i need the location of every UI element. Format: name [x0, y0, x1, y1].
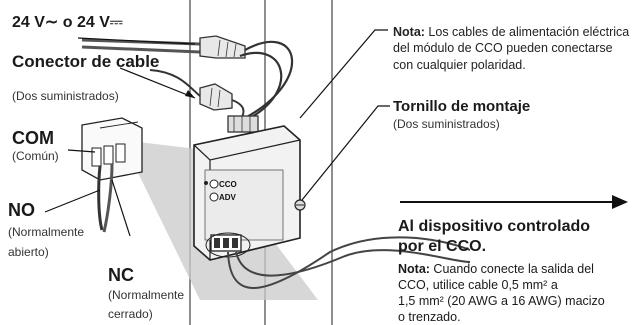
closeup-wire — [97, 165, 104, 231]
controlled-line-2: por el CCO. — [398, 238, 487, 255]
no-title: NO — [8, 200, 35, 220]
wire-connector-title: Conector de cable — [12, 52, 160, 71]
mounting-screw-sub: (Dos suministrados) — [393, 117, 500, 131]
output-wire — [235, 249, 471, 277]
terminal-slot — [214, 238, 220, 248]
note-output-line-1: Nota: Cuando conecte la salida del — [398, 262, 594, 276]
com-sub: (Común) — [12, 149, 59, 163]
terminal-slot — [223, 238, 229, 248]
connector-rib — [217, 39, 221, 57]
closeup-terminal — [115, 143, 126, 163]
pointer-nc — [111, 179, 131, 237]
wire-connector-bottom — [199, 83, 233, 111]
pointer-screw — [301, 105, 390, 201]
note-power: Nota: Los cables de alimentación eléctri… — [393, 24, 633, 73]
note-output-line-4: o trenzado. — [398, 310, 461, 324]
arrow-head-icon — [612, 195, 628, 209]
wire-loop — [244, 40, 294, 119]
connector-rib — [233, 43, 237, 58]
power-wire-2 — [81, 45, 201, 54]
note-output-line-2: CCO, utilice cable 0,5 mm² a — [398, 278, 558, 292]
note-power-text: Los cables de alimentación eléctrica del… — [393, 25, 630, 72]
wire-connector-top — [199, 35, 246, 59]
adv-label: ADV — [219, 193, 237, 202]
nc-sub-1: (Normalmente — [108, 288, 185, 302]
pointer-connector — [119, 67, 196, 99]
note-output-lead: Nota: — [398, 262, 430, 276]
closeup-terminal — [91, 147, 102, 167]
note-output-text-1: Cuando conecte la salida del — [429, 262, 594, 276]
wire-lead — [149, 69, 201, 97]
module-face — [204, 169, 284, 241]
adv-led-icon — [209, 192, 219, 202]
cco-label: CCO — [219, 180, 237, 189]
voltage-label: 24 V∼ o 24 V⎓ — [12, 14, 123, 31]
led-dot — [204, 181, 208, 185]
nc-sub-2: cerrado) — [108, 307, 153, 321]
pointer-note — [299, 29, 388, 119]
note-power-lead: Nota: — [393, 25, 425, 39]
wire-connector-sub: (Dos suministrados) — [12, 89, 119, 103]
pointer-com — [67, 149, 96, 153]
cable-gland — [227, 115, 259, 133]
cco-led-icon — [209, 179, 219, 189]
note-output-line-3: 1,5 mm² (20 AWG a 16 AWG) macizo — [398, 294, 605, 308]
nc-title: NC — [108, 265, 134, 285]
wire-loop — [239, 51, 283, 119]
mounting-screw-title: Tornillo de montaje — [393, 98, 531, 115]
closeup-terminal — [103, 145, 114, 165]
closeup-wire — [102, 163, 114, 233]
terminal-slot — [232, 238, 238, 248]
pointer-no — [44, 189, 101, 213]
controlled-line-1: Al dispositivo controlado — [398, 218, 591, 235]
output-wire — [227, 236, 471, 289]
connector-rib — [209, 87, 213, 107]
connector-rib — [217, 89, 221, 108]
no-sub-1: (Normalmente — [8, 225, 85, 239]
pointer-arrowhead — [185, 90, 195, 98]
pointer-voltage — [77, 37, 196, 45]
connector-rib — [225, 41, 229, 58]
closeup-edge — [99, 121, 139, 129]
no-sub-2: abierto) — [8, 245, 49, 259]
com-title: COM — [12, 128, 54, 148]
